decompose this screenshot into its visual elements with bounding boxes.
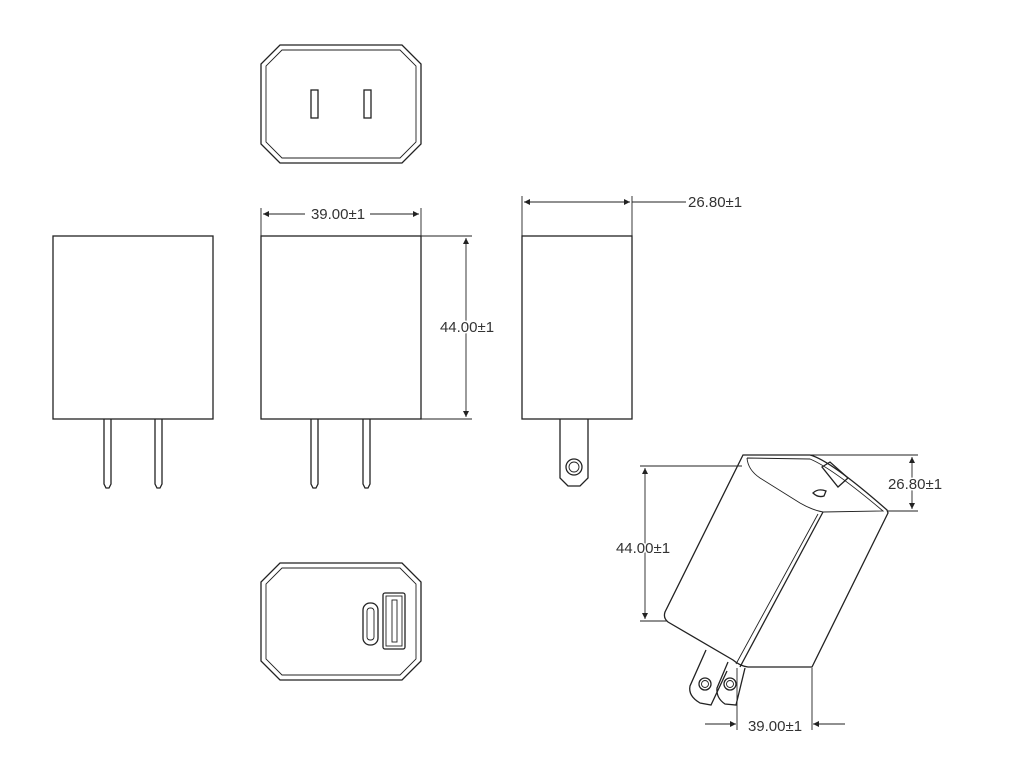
depth-dimension: 26.80±1 [688,194,742,211]
isometric-view: 44.00±1 26.80±1 39.00±1 [614,454,944,735]
usb-a-port [382,592,406,650]
prong-slot [310,89,319,119]
iso-width-dimension: 39.00±1 [748,718,802,735]
left-view [52,235,214,489]
iso-height-dimension: 44.00±1 [616,540,670,557]
iso-depth-dimension: 26.80±1 [888,476,942,493]
front-view: 39.00±1 44.00±1 [260,206,496,489]
usb-a-port [821,461,849,488]
width-dimension: 39.00±1 [311,206,365,223]
bottom-view [260,562,422,681]
usb-c-port [362,602,379,646]
prong-slot [363,89,372,119]
usb-c-port [812,489,827,498]
side-view: 26.80±1 [521,194,742,487]
top-view [260,44,422,164]
height-dimension: 44.00±1 [440,319,494,336]
